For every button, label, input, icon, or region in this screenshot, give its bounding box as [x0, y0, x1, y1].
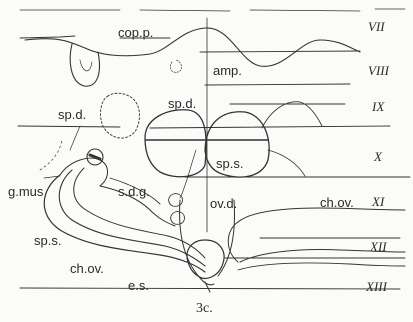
connective-fibers	[180, 150, 196, 198]
amp-gland	[170, 60, 181, 72]
segment-vii: VII	[368, 20, 385, 33]
label-e-s: e.s.	[128, 279, 149, 292]
sp-d-cluster	[101, 93, 140, 138]
label-sp-d-upper: sp.d.	[168, 97, 196, 110]
segment-x: X	[374, 150, 382, 163]
label-sp-s-left: sp.s.	[34, 234, 61, 247]
top-rule	[20, 9, 405, 11]
label-sp-s-right: sp.s.	[216, 157, 243, 170]
chov-right-lower2	[238, 263, 405, 270]
segment-viii: VIII	[368, 64, 389, 77]
chov-right-curve	[228, 222, 238, 262]
boundary-bottom	[20, 288, 400, 289]
label-ch-ov-left: ch.ov.	[70, 262, 104, 275]
bulb-stem	[205, 282, 210, 292]
label-amp: amp.	[213, 64, 242, 77]
segment-xiii: XIII	[366, 280, 387, 293]
label-ov-d: ov.d.	[210, 197, 237, 210]
coil-inner	[74, 168, 205, 258]
pouch-inner	[80, 60, 92, 71]
wavy-outline	[25, 28, 360, 66]
label-s-d-g: s.d.g.	[118, 185, 150, 198]
label-ch-ov-right: ch.ov.	[320, 196, 354, 209]
label-cop-p: cop.p.	[118, 26, 153, 39]
gmus-fibers	[40, 140, 62, 170]
figure-caption: 3c.	[196, 302, 213, 316]
terminal-bulb	[187, 240, 224, 278]
segment-xi: XI	[372, 195, 384, 208]
spd-leader	[70, 126, 80, 150]
copulatory-pouch	[70, 44, 99, 86]
segment-ix: IX	[372, 100, 384, 113]
boundary-vii-viii	[200, 51, 360, 52]
sps-tail	[268, 150, 305, 176]
sps-flap	[262, 102, 322, 128]
boundary-viii-ix	[205, 84, 350, 85]
oviduct-right	[218, 200, 234, 276]
label-g-mus: g.mus	[8, 185, 43, 198]
spermatheca-left-lobe	[145, 110, 206, 177]
segment-xii: XII	[370, 240, 387, 253]
label-sp-d-left: sp.d.	[58, 108, 86, 121]
small-gland-b	[171, 212, 185, 225]
chov-right-upper	[238, 208, 405, 222]
